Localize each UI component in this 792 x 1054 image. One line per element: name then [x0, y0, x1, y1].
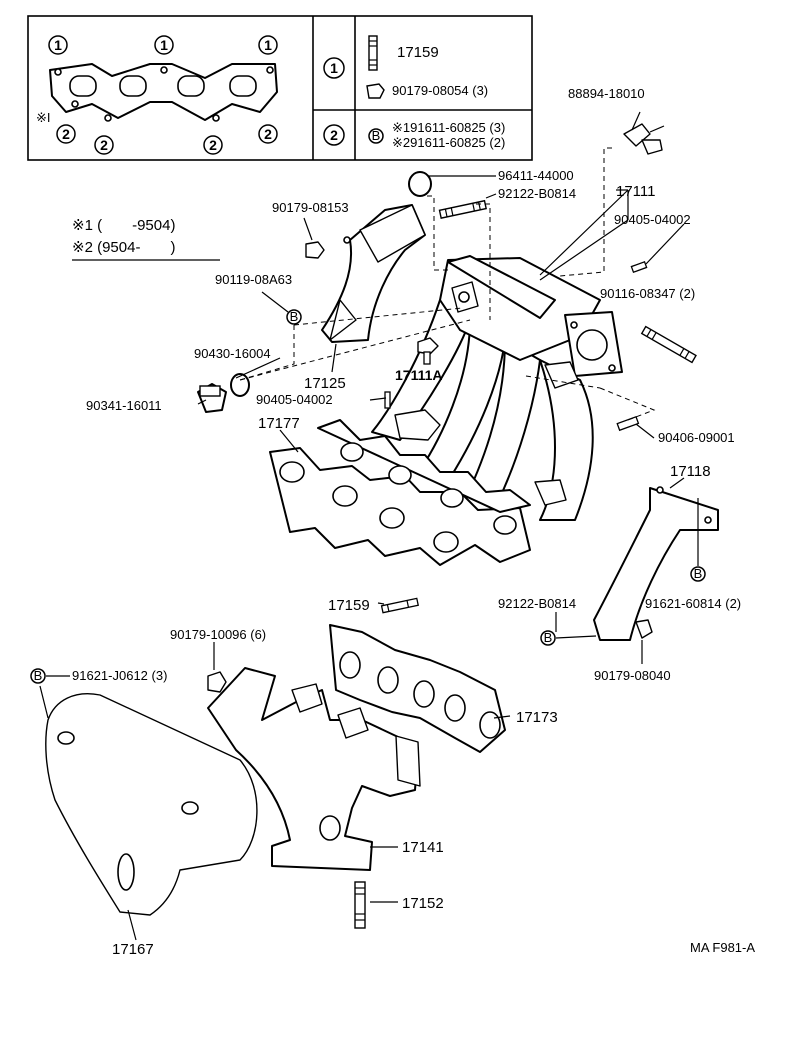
nut-90179-10096: [207, 671, 227, 693]
b-marker-91621-60814-label: B: [694, 566, 703, 581]
label-17111: 17111: [616, 183, 656, 200]
marker-1-circle: [258, 35, 278, 55]
marker-1-circle: [154, 35, 174, 55]
bolt-17111A: [417, 337, 439, 365]
label-90341-16011: 90341-16011: [86, 398, 162, 413]
heat-insulator-17167: [45, 693, 258, 916]
label-17111A: 17111A: [395, 367, 443, 383]
gasket-drawing: [49, 63, 278, 122]
marker-2-label: 2: [62, 126, 70, 142]
marker-1-label: 1: [54, 37, 62, 53]
legend-box: 1 1 1 2 2 2 2 ※I 1 2 17159 90179-08054 (…: [27, 15, 533, 161]
leader-lines: [39, 111, 699, 941]
row-2-marker: [323, 124, 345, 146]
marker-1-label: 1: [264, 37, 272, 53]
intake-gasket: [269, 419, 531, 566]
label-17173: 17173: [516, 709, 558, 726]
b-marker-91621-J0612: [30, 668, 46, 684]
exhaust-gasket-17173: [329, 624, 506, 753]
label-17152: 17152: [402, 895, 444, 912]
marker-2-circle: [203, 135, 223, 155]
label-91621-60814: 91621-60814 (2): [645, 596, 741, 611]
figure-code: MA F981-A: [690, 940, 755, 955]
b-marker-label: B: [372, 128, 381, 143]
marker-1-circle: [48, 35, 68, 55]
label-91621-J0612: 91621-J0612 (3): [72, 668, 167, 683]
stud-92122: [438, 199, 487, 219]
marker-2-label: 2: [100, 137, 108, 153]
plug-90341: [197, 383, 227, 413]
stud-17152: [354, 881, 366, 929]
nut-90179-08153: [305, 241, 325, 259]
label-17159: 17159: [328, 597, 370, 614]
note-marker: ※I: [36, 110, 51, 125]
b-marker-circle: [368, 128, 384, 144]
b-marker-91621-60814: [690, 566, 706, 582]
marker-2-label: 2: [264, 126, 272, 142]
exhaust-manifold-17141: [207, 667, 421, 871]
nut-icon: [366, 83, 385, 99]
b-marker-90119: [286, 309, 302, 325]
label-90179-08040: 90179-08040: [594, 668, 671, 683]
row1-label-a: 17159: [397, 44, 439, 61]
row-1-marker: [323, 57, 345, 79]
label-90406-09001: 90406-09001: [658, 430, 735, 445]
nut-90179-08040: [635, 619, 653, 639]
note-line-1: ※1 ( -9504): [72, 217, 175, 234]
label-90405-04002-top: 90405-04002: [614, 212, 691, 227]
label-92122-B0814-low: 92122-B0814: [498, 596, 576, 611]
label-17118: 17118: [670, 463, 711, 480]
stud-90116: [640, 325, 697, 364]
row2-line-a: ※191611-60825 (3): [392, 120, 505, 135]
label-90179-08153: 90179-08153: [272, 200, 349, 215]
intake-manifold: [371, 255, 623, 521]
label-96411-44000: 96411-44000: [498, 168, 574, 183]
label-90179-10096: 90179-10096 (6): [170, 627, 266, 642]
ring-96411: [408, 171, 432, 197]
small-parts: [197, 123, 697, 929]
label-17125: 17125: [304, 375, 346, 392]
label-90405-04002-mid: 90405-04002: [256, 392, 333, 407]
row1-label-b: 90179-08054 (3): [392, 83, 488, 98]
label-17167: 17167: [112, 941, 154, 958]
stud-17159-lower: [380, 597, 420, 614]
label-92122-B0814-top: 92122-B0814: [498, 186, 576, 201]
marker-2-circle: [258, 124, 278, 144]
manifold-stay-17118: [593, 486, 719, 641]
b-marker-90119-label: B: [290, 309, 299, 324]
label-90430-16004: 90430-16004: [194, 346, 271, 361]
bracket-17125: [321, 204, 426, 343]
row-2-marker-label: 2: [330, 127, 338, 143]
label-90119-08A63: 90119-08A63: [215, 272, 292, 287]
b-marker-92122: [540, 630, 556, 646]
marker-2-label: 2: [209, 137, 217, 153]
b-marker-91621-J0612-label: B: [34, 668, 43, 683]
marker-2-circle: [56, 124, 76, 144]
label-17177: 17177: [258, 415, 300, 432]
bolt-90405-mid: [384, 391, 391, 409]
fitting-88894: [623, 123, 665, 155]
row-1-marker-label: 1: [330, 60, 338, 76]
part-labels: 88894-18010 96411-44000 92122-B0814 1711…: [30, 86, 741, 958]
dashed-leaders: [239, 147, 656, 421]
applicability-note: ※1 ( -9504) ※2 (9504- ): [72, 217, 220, 261]
note-line-2: ※2 (9504- ): [72, 239, 175, 256]
marker-1-label: 1: [160, 37, 168, 53]
b-marker-92122-label: B: [544, 630, 553, 645]
label-88894-18010: 88894-18010: [568, 86, 645, 101]
bolt-90405-top: [630, 260, 648, 274]
marker-2-circle: [94, 135, 114, 155]
stud-icon: [368, 35, 378, 71]
washer-90430: [230, 373, 250, 397]
row2-line-b: ※291611-60825 (2): [392, 135, 505, 150]
label-90116-08347: 90116-08347 (2): [600, 286, 695, 301]
label-17141: 17141: [402, 839, 444, 856]
bolt-90406: [616, 415, 640, 432]
